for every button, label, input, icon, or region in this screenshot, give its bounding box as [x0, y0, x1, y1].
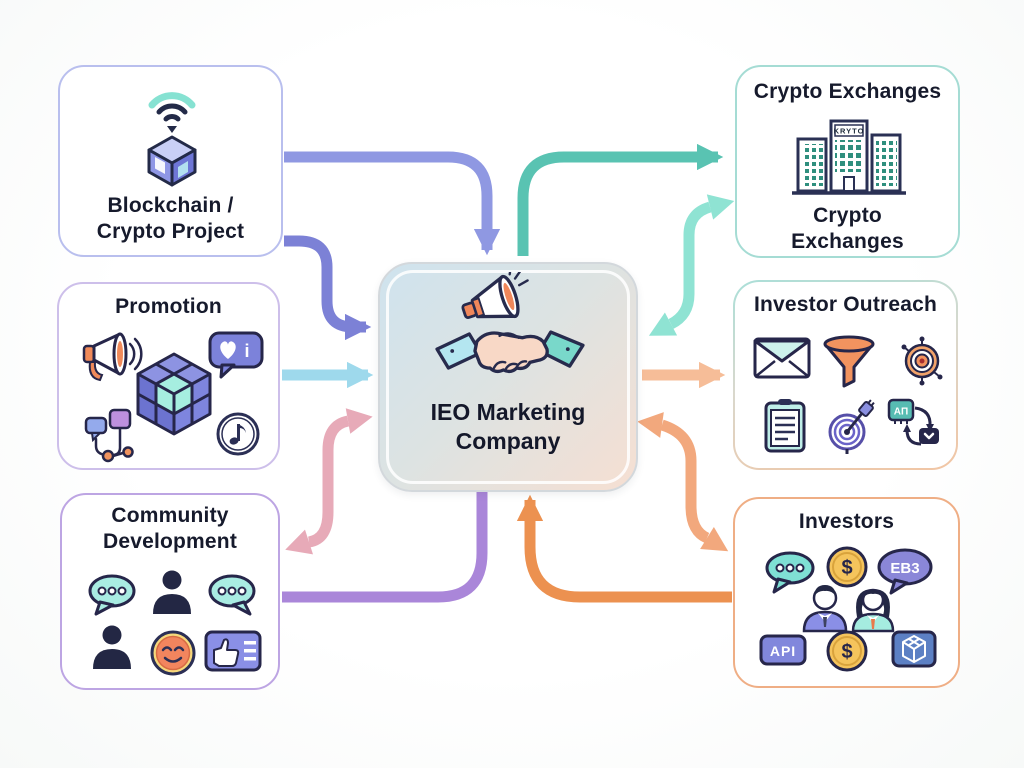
- node-promotion: Promotion i: [57, 282, 280, 470]
- building-sign-text: KRYTO: [834, 127, 865, 136]
- node-crypto-exchanges: Crypto Exchanges KRYTO Crypto Exchanges: [735, 65, 960, 258]
- wireless-cube-icon: [147, 92, 197, 187]
- node-ieo-marketing-company: IEO Marketing Company: [378, 262, 638, 492]
- spiral-target-plug-icon: [828, 399, 875, 454]
- exchange-buildings-icon: KRYTO: [792, 119, 906, 195]
- promotion-title: Promotion: [115, 295, 222, 318]
- target-arrows-icon: [901, 336, 943, 386]
- envelope-icon: [753, 337, 811, 379]
- blockchain-cube-icon: [136, 352, 212, 436]
- web3-bubble-icon: EB3: [877, 548, 933, 595]
- funnel-icon: [823, 335, 875, 388]
- person-icon: [153, 570, 191, 614]
- node-blockchain-crypto-project: Blockchain / Crypto Project: [58, 65, 283, 257]
- api-badge-text: API: [770, 643, 796, 659]
- blockchain-title-line2: Crypto Project: [96, 220, 245, 243]
- arrow-center-exchanges-bidirectional: [648, 194, 735, 336]
- dollar-coin-icon: $: [826, 546, 868, 588]
- api-badge-icon: API: [759, 634, 807, 666]
- outreach-title: Investor Outreach: [753, 293, 938, 316]
- arrow-center-investors-bidirectional: [637, 412, 729, 552]
- node-investors: Investors $ EB3: [733, 497, 960, 688]
- chat-dots-bubble-icon: [88, 574, 136, 616]
- exchanges-caption-line1: Crypto: [813, 204, 882, 227]
- handshake-icon: [435, 330, 585, 374]
- male-investor-icon: [802, 585, 848, 633]
- node-community-development: Community Development: [60, 493, 280, 690]
- megaphone-handshake-icon: [435, 272, 585, 374]
- community-title: Community Development: [62, 503, 278, 555]
- arrow-center-to-exchanges-top: [517, 143, 724, 256]
- like-bubble-info-text: i: [244, 341, 249, 361]
- network-nodes-icon: [84, 408, 134, 463]
- megaphone-icon: [82, 332, 143, 382]
- center-title: IEO Marketing Company: [380, 398, 636, 456]
- exchanges-title: Crypto Exchanges: [753, 80, 942, 103]
- thumbs-up-card-icon: [204, 630, 262, 672]
- cube-badge-icon: [891, 630, 937, 668]
- dollar-coin-icon: $: [826, 630, 868, 672]
- person-icon: [93, 625, 131, 669]
- community-title-line2: Development: [102, 530, 238, 553]
- exchanges-caption: Crypto Exchanges: [737, 203, 958, 255]
- coin-dollar-text: $: [841, 557, 852, 579]
- arrow-center-community-bidirectional: [285, 408, 373, 555]
- center-title-line2: Company: [455, 428, 561, 454]
- web3-bubble-text: EB3: [890, 560, 919, 577]
- investors-title: Investors: [798, 510, 895, 533]
- arrow-blockchain-to-center-top: [284, 151, 501, 256]
- center-title-line1: IEO Marketing: [430, 399, 586, 425]
- coin-dollar-text: $: [841, 641, 852, 663]
- music-note-icon: [216, 412, 260, 456]
- megaphone-icon: [461, 272, 529, 319]
- clipboard-icon: [764, 399, 806, 453]
- chat-dots-bubble-icon: [208, 574, 256, 616]
- female-investor-icon: [851, 588, 895, 633]
- like-info-bubble-icon: i: [208, 331, 264, 379]
- arrow-community-to-center-bottom: [282, 492, 488, 603]
- chat-dots-bubble-icon: [765, 551, 815, 594]
- arrow-investors-to-center-bottom: [516, 494, 732, 603]
- community-title-line1: Community: [111, 504, 229, 527]
- blockchain-title-line1: Blockchain /: [107, 194, 234, 217]
- blockchain-title: Blockchain / Crypto Project: [60, 193, 281, 245]
- node-investor-outreach: Investor Outreach: [733, 280, 958, 470]
- exchanges-caption-line2: Exchanges: [791, 230, 904, 253]
- ai-sync-lock-icon: AΠ: [887, 398, 939, 446]
- arrow-blockchain-to-center-left: [284, 235, 372, 341]
- smiley-face-icon: [150, 630, 196, 676]
- ai-chip-text: AΠ: [894, 407, 908, 418]
